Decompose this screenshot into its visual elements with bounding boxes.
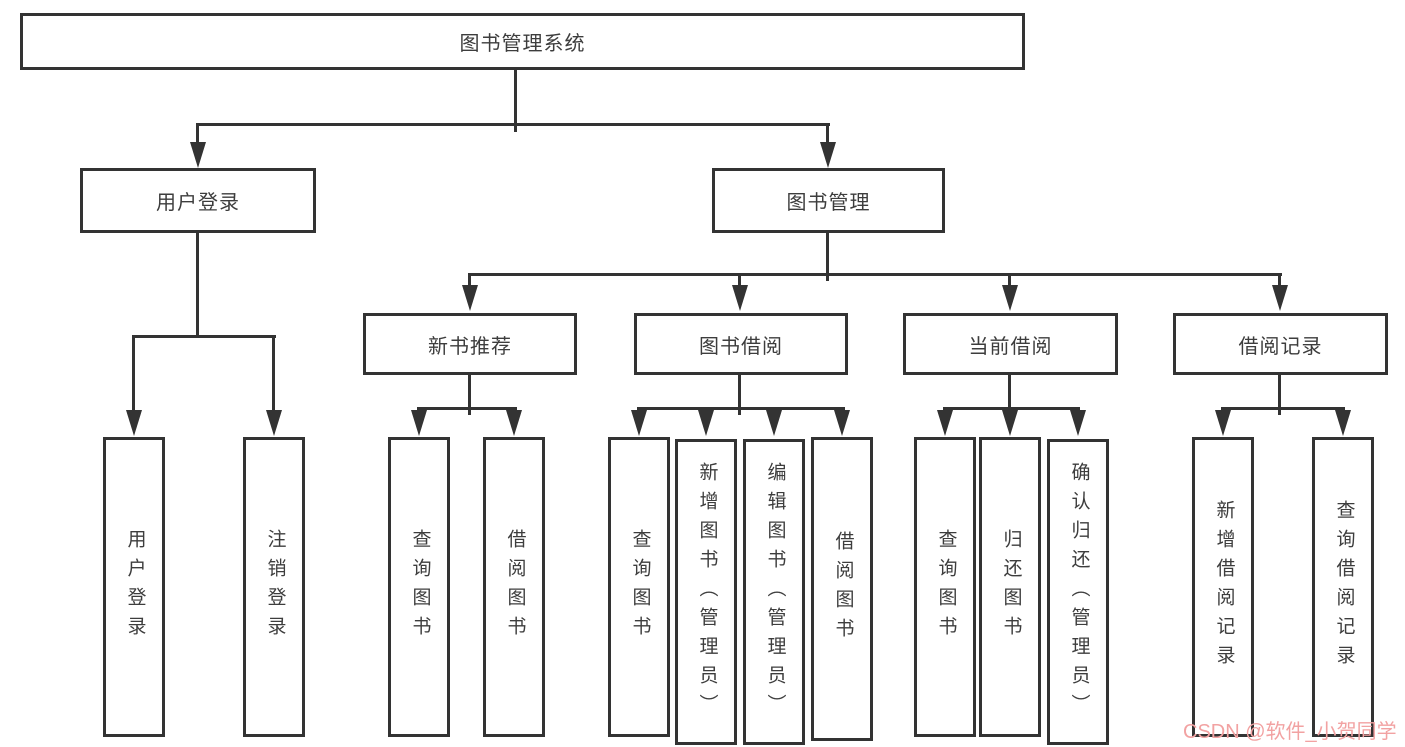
connector-line: [514, 70, 517, 132]
connector-line: [943, 407, 1080, 410]
arrowhead: [126, 410, 142, 436]
leaf-return-books: 归还图书: [979, 437, 1041, 737]
connector-line: [196, 233, 199, 338]
leaf-borrow-books-recommend: 借阅图书: [483, 437, 545, 737]
arrowhead: [937, 410, 953, 436]
connector-line: [196, 123, 199, 145]
arrowhead: [1002, 410, 1018, 436]
connector-line: [132, 335, 135, 413]
arrowhead: [190, 142, 206, 168]
connector-line: [196, 123, 830, 126]
arrowhead: [766, 410, 782, 436]
arrowhead: [820, 142, 836, 168]
connector-line: [1278, 375, 1281, 415]
arrowhead: [462, 285, 478, 311]
node-book-management-system: 图书管理系统: [20, 13, 1025, 70]
leaf-query-books-recommend: 查询图书: [388, 437, 450, 737]
leaf-query-borrow-record-label: 查询借阅记录: [1333, 500, 1355, 674]
connector-line: [826, 233, 829, 281]
connector-line: [468, 273, 1282, 276]
connector-line: [637, 407, 845, 410]
node-user-login-label: 用户登录: [156, 192, 240, 214]
connector-line: [1278, 273, 1281, 287]
leaf-confirm-return-admin-label: 确认归还（管理员）: [1068, 461, 1090, 723]
node-book-borrowing-label: 图书借阅: [699, 335, 783, 358]
node-book-management-system-label: 图书管理系统: [459, 33, 586, 55]
arrowhead: [631, 410, 647, 436]
node-book-management-label: 图书管理: [786, 192, 871, 214]
node-user-login: 用户登录: [80, 168, 316, 233]
connector-line: [272, 335, 275, 413]
arrowhead: [506, 410, 522, 436]
leaf-query-books-current-label: 查询图书: [935, 529, 957, 645]
arrowhead: [834, 410, 850, 436]
connector-line: [132, 335, 276, 338]
arrowhead: [1272, 285, 1288, 311]
connector-line: [417, 407, 517, 410]
leaf-user-login: 用户登录: [103, 437, 165, 737]
node-new-book-recommend: 新书推荐: [363, 313, 577, 375]
connector-line: [738, 273, 741, 287]
leaf-borrow-books-borrowing-label: 借阅图书: [832, 531, 854, 647]
leaf-query-books-current: 查询图书: [914, 437, 976, 737]
node-book-management: 图书管理: [712, 168, 945, 233]
leaf-add-borrow-record: 新增借阅记录: [1192, 437, 1254, 737]
arrowhead: [1335, 410, 1351, 436]
leaf-user-login-label: 用户登录: [124, 529, 146, 645]
leaf-borrow-books-borrowing: 借阅图书: [811, 437, 873, 741]
leaf-query-books-borrowing-label: 查询图书: [629, 529, 651, 645]
node-current-borrowing-label: 当前借阅: [968, 335, 1053, 358]
watermark: CSDN @软件_小贺同学: [1183, 721, 1397, 743]
arrowhead: [1215, 410, 1231, 436]
arrowhead: [1070, 410, 1086, 436]
node-borrowing-records-label: 借阅记录: [1238, 335, 1323, 358]
arrowhead: [698, 410, 714, 436]
leaf-add-borrow-record-label: 新增借阅记录: [1213, 500, 1235, 674]
leaf-query-books-recommend-label: 查询图书: [409, 529, 431, 645]
connector-line: [1008, 375, 1011, 415]
connector-line: [738, 375, 741, 415]
arrowhead: [1002, 285, 1018, 311]
leaf-query-books-borrowing: 查询图书: [608, 437, 670, 737]
connector-line: [826, 123, 829, 145]
leaf-confirm-return-admin: 确认归还（管理员）: [1047, 439, 1109, 745]
node-new-book-recommend-label: 新书推荐: [428, 335, 512, 358]
leaf-query-borrow-record: 查询借阅记录: [1312, 437, 1374, 737]
node-current-borrowing: 当前借阅: [903, 313, 1118, 375]
arrowhead: [732, 285, 748, 311]
leaf-logout-label: 注销登录: [264, 529, 286, 645]
leaf-borrow-books-recommend-label: 借阅图书: [504, 529, 526, 645]
node-book-borrowing: 图书借阅: [634, 313, 848, 375]
leaf-add-books-admin-label: 新增图书（管理员）: [696, 461, 718, 723]
connector-line: [468, 273, 471, 287]
connector-line: [468, 375, 471, 415]
leaf-logout: 注销登录: [243, 437, 305, 737]
leaf-edit-books-admin-label: 编辑图书（管理员）: [764, 461, 786, 723]
arrowhead: [266, 410, 282, 436]
connector-line: [1221, 407, 1345, 410]
leaf-return-books-label: 归还图书: [1000, 529, 1022, 645]
leaf-add-books-admin: 新增图书（管理员）: [675, 439, 737, 745]
arrowhead: [411, 410, 427, 436]
leaf-edit-books-admin: 编辑图书（管理员）: [743, 439, 805, 745]
connector-line: [1008, 273, 1011, 287]
node-borrowing-records: 借阅记录: [1173, 313, 1388, 375]
